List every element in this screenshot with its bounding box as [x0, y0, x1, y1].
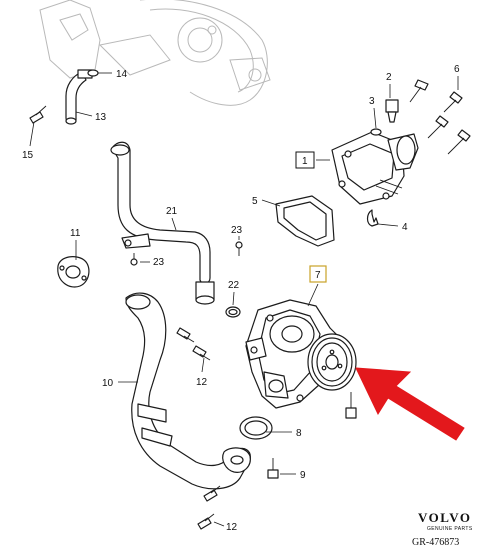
callout-23-right: 23: [231, 225, 243, 236]
callout-8: 8: [296, 428, 302, 439]
callout-10: 10: [102, 378, 114, 389]
flange-gasket-11: [57, 256, 90, 288]
bolt-9: [267, 458, 279, 479]
bolts-6: [409, 79, 471, 155]
leader-lines: [29, 72, 459, 527]
coolant-pipe-21: [110, 141, 215, 305]
engine-context-ghost: [39, 0, 271, 106]
callout-9: 9: [300, 470, 306, 481]
coolant-pipe-13: [65, 69, 93, 125]
callout-11: 11: [70, 228, 81, 239]
callout-1: 1: [302, 156, 308, 167]
callout-12-mid: 12: [196, 377, 208, 388]
callout-7: 7: [315, 270, 321, 281]
o-ring-3: [370, 128, 382, 136]
callout-6: 6: [454, 64, 460, 75]
bolt-15: [29, 105, 47, 124]
gasket-5: [275, 195, 335, 247]
o-ring-14: [87, 69, 99, 77]
coolant-hose-10: [125, 292, 251, 490]
thermostat-housing-1: [331, 131, 419, 205]
callout-22: 22: [228, 280, 240, 291]
bolt-12-upper: [176, 327, 195, 343]
pump-bolt-long: [345, 392, 357, 419]
clip-4: [366, 209, 379, 227]
callout-15: 15: [22, 150, 34, 161]
callout-3: 3: [369, 96, 375, 107]
o-ring-22: [225, 306, 241, 318]
brand-logo: VOLVO: [418, 510, 471, 525]
callout-1-box: [295, 151, 315, 169]
gasket-8: [239, 416, 273, 440]
brand-block: VOLVO GENUINE PARTS GR-476873: [412, 510, 473, 548]
brand-tagline: GENUINE PARTS: [427, 526, 473, 532]
reference-number: GR-476873: [412, 537, 459, 548]
callout-12-bottom: 12: [226, 522, 238, 533]
sensor-2: [385, 99, 399, 123]
callout-2: 2: [386, 72, 392, 83]
callout-5: 5: [252, 196, 258, 207]
callout-23-left: 23: [153, 257, 165, 268]
bolt-12-mid: [192, 345, 211, 361]
bolt-12-bottom: [203, 485, 221, 502]
callout-labels: 14 13 15 21 23 23 22 11 10 12 12 2 3 4 5…: [22, 64, 460, 533]
bolt-12-lower: [197, 513, 215, 530]
callout-21: 21: [166, 206, 178, 217]
callout-4: 4: [402, 222, 408, 233]
callout-14: 14: [116, 69, 128, 80]
highlight-arrow: [355, 367, 465, 441]
callout-7-box: [309, 265, 327, 283]
callout-13: 13: [95, 112, 107, 123]
bolt-23-right: [235, 241, 243, 256]
bolt-23-left: [130, 253, 138, 266]
pump-pulley: [307, 333, 357, 391]
